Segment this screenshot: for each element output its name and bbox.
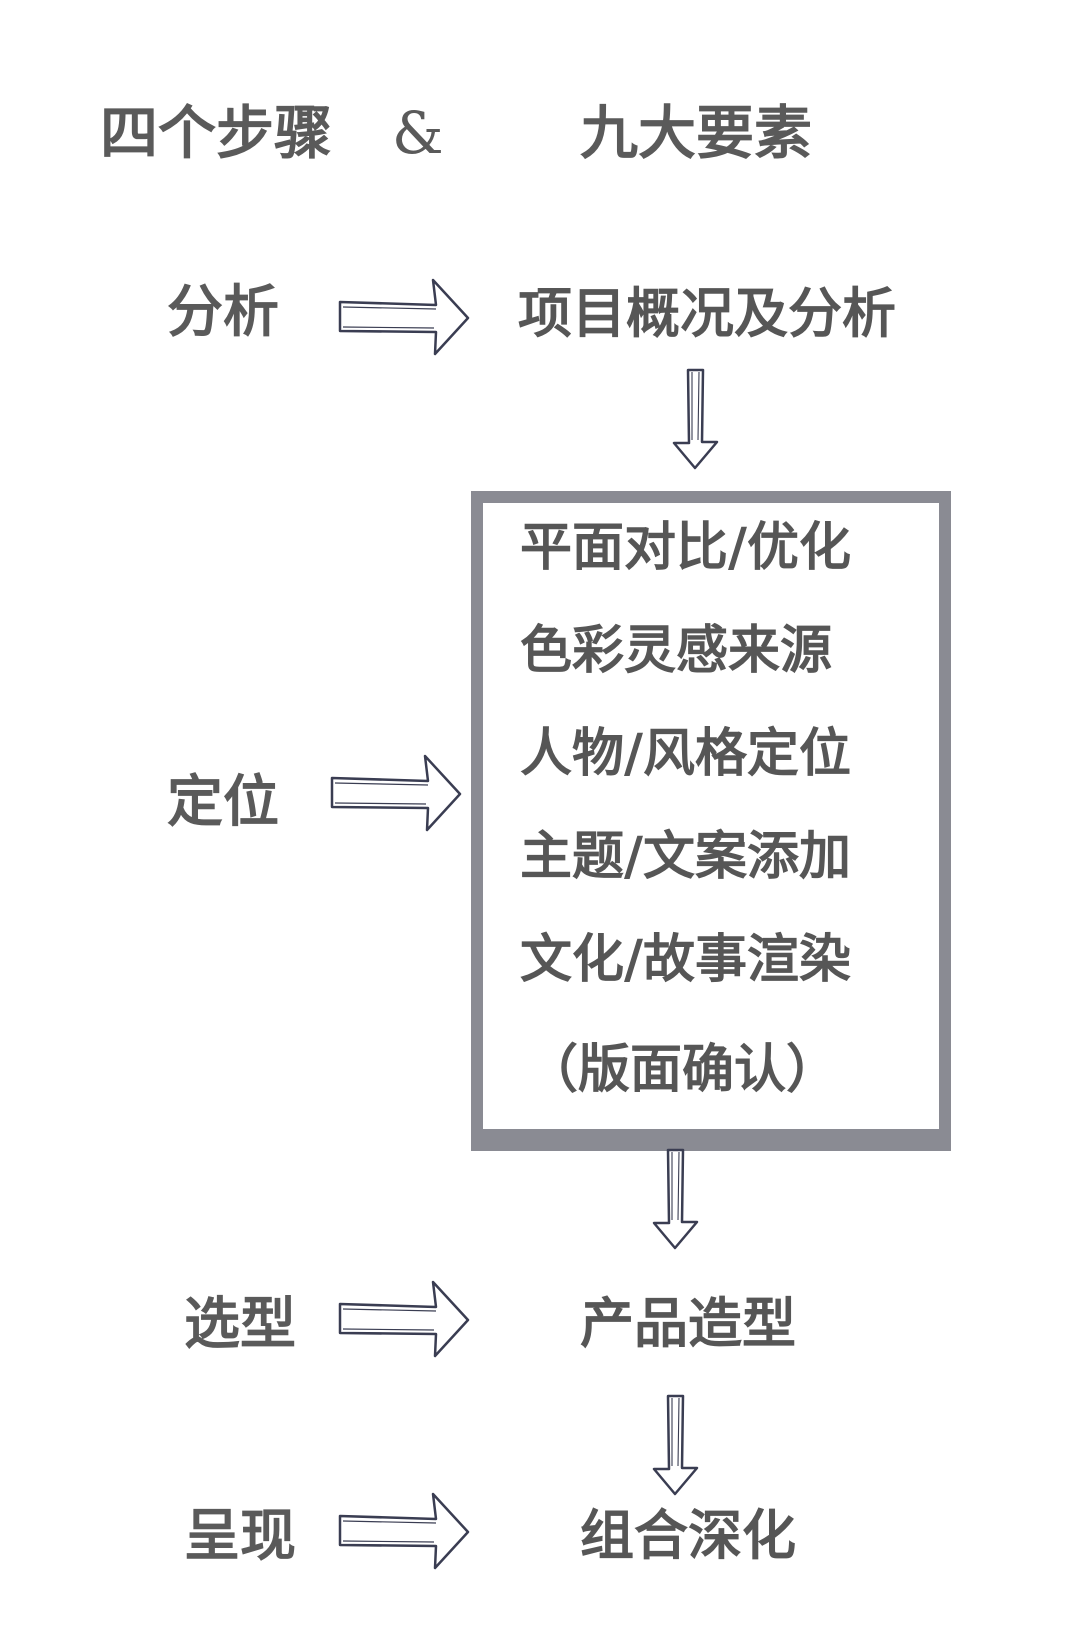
box-line-culture-story: 文化/故事渲染 bbox=[520, 929, 851, 990]
down-arrow-icon bbox=[652, 1148, 699, 1250]
element-project-overview: 项目概况及分析 bbox=[518, 281, 896, 345]
header-left-title: 四个步骤 bbox=[100, 99, 333, 167]
box-line-character-style: 人物/风格定位 bbox=[520, 723, 851, 784]
element-combination-deepening: 组合深化 bbox=[580, 1503, 796, 1567]
right-arrow-icon bbox=[330, 754, 462, 832]
element-product-modeling: 产品造型 bbox=[580, 1291, 796, 1355]
down-arrow-icon bbox=[652, 1394, 699, 1496]
step-label-analysis: 分析 bbox=[167, 279, 279, 345]
header-right-title: 九大要素 bbox=[580, 99, 813, 167]
down-arrow-icon bbox=[672, 368, 719, 470]
step-label-presentation: 呈现 bbox=[184, 1503, 296, 1569]
elements-box bbox=[471, 491, 951, 1151]
box-line-theme-copy: 主题/文案添加 bbox=[520, 826, 851, 887]
box-line-layout-confirm: （版面确认） bbox=[526, 1039, 839, 1100]
step-label-selection: 选型 bbox=[184, 1291, 296, 1357]
header-ampersand: & bbox=[392, 99, 444, 167]
right-arrow-icon bbox=[338, 1492, 470, 1570]
step-label-positioning: 定位 bbox=[167, 769, 279, 835]
box-line-color-inspiration: 色彩灵感来源 bbox=[520, 620, 833, 681]
box-line-plan-contrast: 平面对比/优化 bbox=[520, 517, 851, 578]
right-arrow-icon bbox=[338, 278, 470, 356]
right-arrow-icon bbox=[338, 1280, 470, 1358]
